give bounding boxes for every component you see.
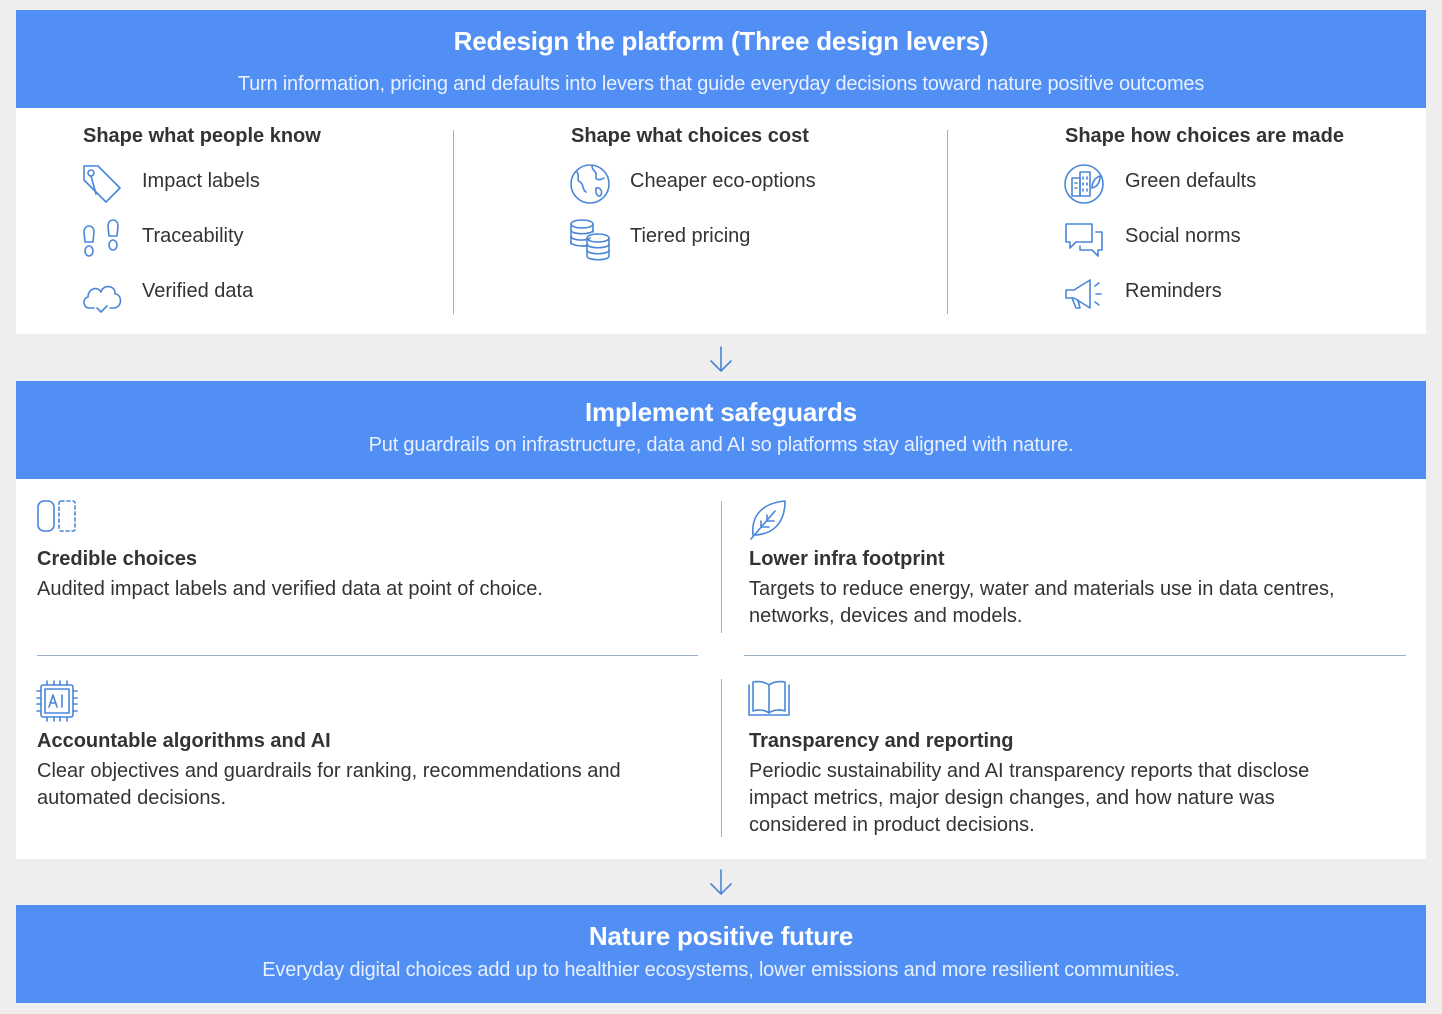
megaphone-icon xyxy=(1062,274,1106,318)
lever-item-label: Cheaper eco-options xyxy=(630,170,816,192)
safeguard-description: Clear objectives and guardrails for rank… xyxy=(37,760,621,809)
design-levers-panel: Shape what people know Impact labels Tra… xyxy=(16,108,1426,334)
lever-heading: Shape how choices are made xyxy=(1065,125,1344,147)
banner-subtitle: Everyday digital choices add up to healt… xyxy=(262,959,1180,981)
down-arrow-icon xyxy=(708,868,734,898)
safeguard-title: Credible choices xyxy=(37,548,198,570)
coin-stack-icon xyxy=(568,218,612,262)
leaf-icon xyxy=(747,497,791,541)
cloud-check-icon xyxy=(80,274,124,318)
row-divider xyxy=(37,655,698,656)
lever-item-label: Green defaults xyxy=(1125,170,1257,192)
column-divider xyxy=(453,130,454,314)
down-arrow-icon xyxy=(708,345,734,375)
ai-chip-icon xyxy=(35,679,79,723)
tag-icon xyxy=(80,162,124,206)
green-building-icon xyxy=(1062,162,1106,206)
safeguard-description: Audited impact labels and verified data … xyxy=(37,578,543,600)
column-divider xyxy=(721,501,722,633)
lever-item-label: Reminders xyxy=(1125,280,1222,302)
compare-icon xyxy=(35,497,79,541)
safeguard-title: Transparency and reporting xyxy=(749,730,1014,752)
lever-item-label: Impact labels xyxy=(142,170,260,192)
banner-title: Implement safeguards xyxy=(585,397,857,427)
lever-item-label: Verified data xyxy=(142,280,254,302)
platform-redesign-banner: Redesign the platform (Three design leve… xyxy=(16,10,1426,108)
lever-heading: Shape what people know xyxy=(83,125,321,147)
open-book-icon xyxy=(747,679,791,723)
safeguard-description: Periodic sustainability and AI transpare… xyxy=(749,760,1310,836)
safeguards-panel: Credible choices Audited impact labels a… xyxy=(16,479,1426,859)
row-divider xyxy=(744,655,1406,656)
banner-subtitle: Turn information, pricing and defaults i… xyxy=(237,73,1205,95)
column-divider xyxy=(721,679,722,837)
banner-title: Nature positive future xyxy=(588,921,854,951)
globe-icon xyxy=(568,162,612,206)
lever-item-label: Social norms xyxy=(1125,225,1241,247)
lever-item-label: Traceability xyxy=(142,225,244,247)
safeguards-banner: Implement safeguards Put guardrails on i… xyxy=(16,381,1426,479)
lever-heading: Shape what choices cost xyxy=(571,125,809,147)
footprints-icon xyxy=(80,218,124,262)
nature-positive-banner: Nature positive future Everyday digital … xyxy=(16,905,1426,1003)
lever-item-label: Tiered pricing xyxy=(630,225,751,247)
column-divider xyxy=(947,130,948,314)
safeguard-title: Accountable algorithms and AI xyxy=(37,730,331,752)
safeguard-description: Targets to reduce energy, water and mate… xyxy=(749,578,1335,627)
banner-subtitle: Put guardrails on infrastructure, data a… xyxy=(368,434,1074,456)
safeguard-title: Lower infra footprint xyxy=(749,548,945,570)
banner-title: Redesign the platform (Three design leve… xyxy=(453,26,989,56)
chat-bubbles-icon xyxy=(1062,218,1106,262)
